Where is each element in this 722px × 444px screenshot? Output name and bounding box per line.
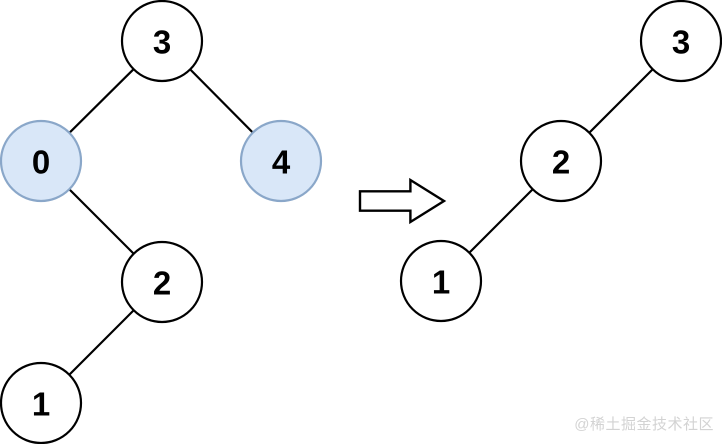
node-label: 2 <box>153 265 171 302</box>
tree-node-3[interactable]: 3 <box>639 0 722 83</box>
node-circle-highlighted[interactable] <box>239 119 323 203</box>
node-label: 3 <box>672 24 690 61</box>
tree-node-2[interactable]: 2 <box>519 119 603 203</box>
left-tree-edges <box>68 68 254 376</box>
tree-edge <box>468 188 534 254</box>
node-circle[interactable] <box>0 361 83 444</box>
left-tree-nodes: 3 0 4 2 1 <box>0 0 323 444</box>
tree-node-3[interactable]: 3 <box>120 0 204 83</box>
node-circle[interactable] <box>120 240 204 324</box>
tree-edge <box>68 188 135 255</box>
node-circle[interactable] <box>120 0 204 83</box>
node-circle-highlighted[interactable] <box>0 119 83 203</box>
tree-edge <box>189 68 254 134</box>
tree-node-2[interactable]: 2 <box>120 240 204 324</box>
node-label: 2 <box>552 144 570 181</box>
node-label: 0 <box>32 144 50 181</box>
tree-node-0[interactable]: 0 <box>0 119 83 203</box>
node-label: 1 <box>32 386 50 423</box>
watermark-text: @稀土掘金技术社区 <box>574 416 714 433</box>
tree-node-1[interactable]: 1 <box>0 361 83 444</box>
node-label: 1 <box>432 264 450 301</box>
right-arrow-icon <box>358 177 447 225</box>
tree-edge <box>588 68 654 134</box>
node-label: 4 <box>272 144 291 181</box>
node-label: 3 <box>153 24 171 61</box>
tree-node-4[interactable]: 4 <box>239 119 323 203</box>
node-circle[interactable] <box>399 239 483 323</box>
right-tree-nodes: 3 2 1 <box>399 0 722 323</box>
transform-arrow-group <box>358 177 447 225</box>
tree-edge <box>68 309 135 376</box>
node-circle[interactable] <box>639 0 722 83</box>
right-tree-edges <box>468 68 654 254</box>
tree-node-1[interactable]: 1 <box>399 239 483 323</box>
node-circle[interactable] <box>519 119 603 203</box>
tree-edge <box>68 68 135 134</box>
